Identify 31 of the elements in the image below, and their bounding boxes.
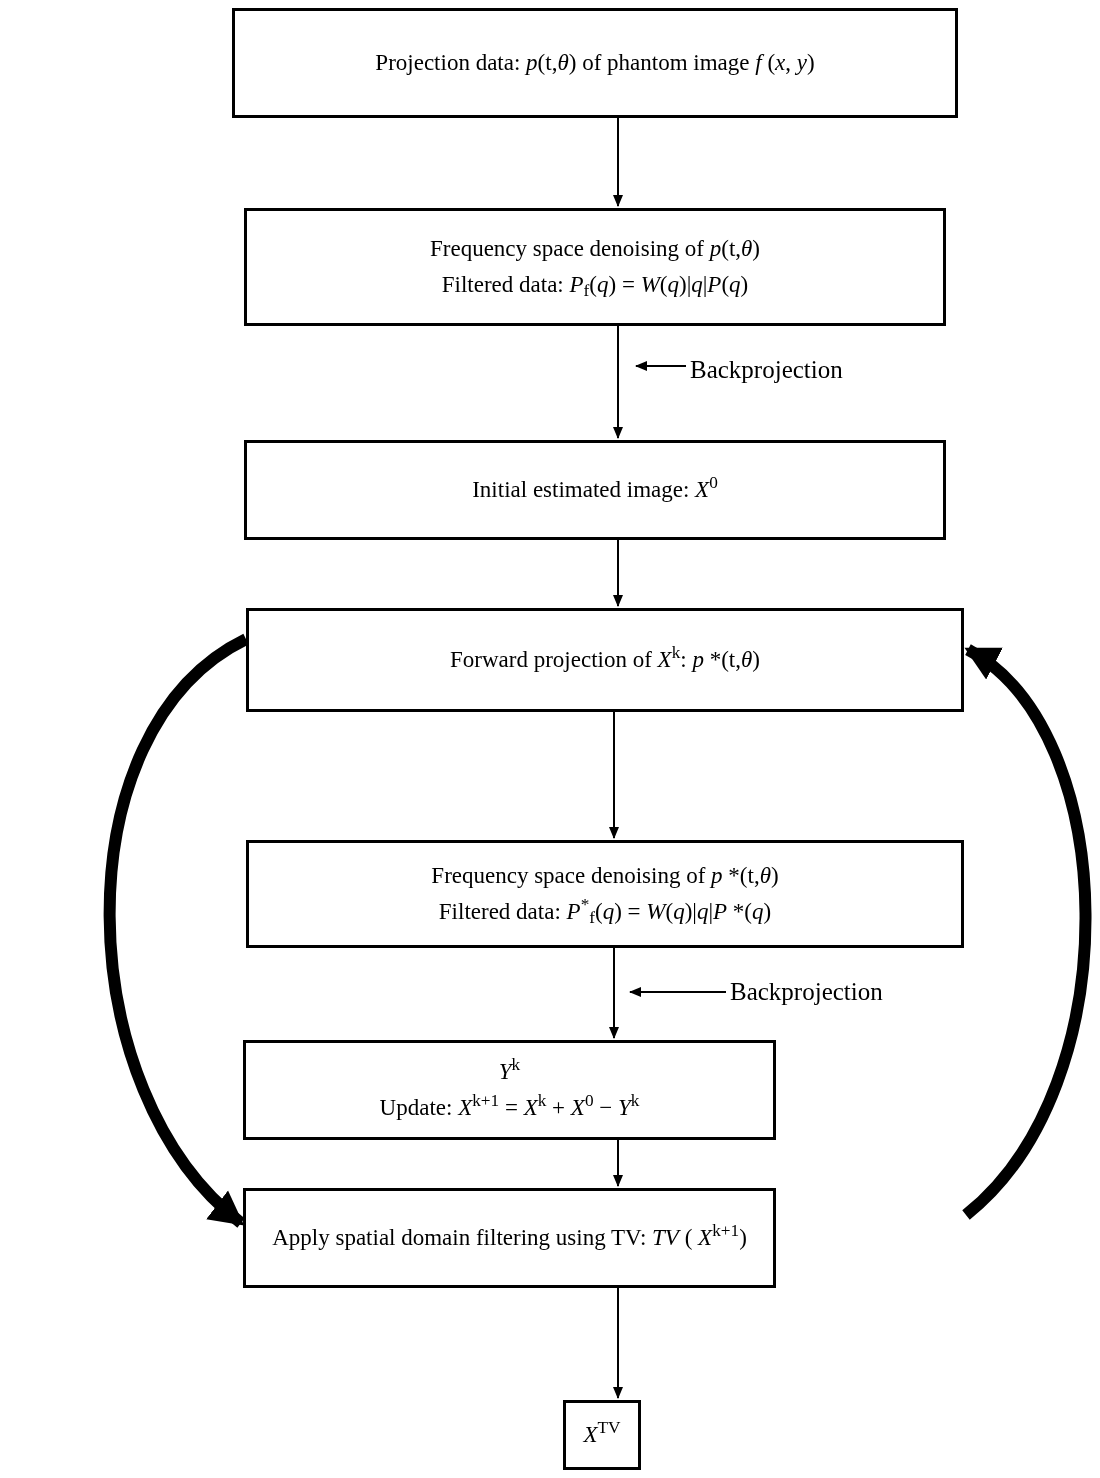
arrow	[609, 711, 619, 839]
process-box	[246, 840, 964, 948]
process-box	[244, 440, 946, 540]
arrow	[609, 947, 619, 1039]
arrow	[961, 644, 1092, 1220]
process-box	[246, 608, 964, 712]
arrow	[635, 361, 687, 371]
box-text: Update: X$^{k+1}$ = X$^{k}$ + X$^{0}$ − Y$^{k}$	[379, 1092, 640, 1122]
arrow	[613, 117, 623, 207]
box-text: Apply spatial domain filtering using TV: TV ( X$^{k+1}$)	[272, 1222, 747, 1252]
arrow	[613, 1287, 623, 1399]
process-box	[243, 1040, 776, 1140]
process-label: Backprojection	[730, 972, 883, 1012]
box-text: X$^{TV}$	[583, 1419, 621, 1449]
arrow	[613, 325, 623, 439]
box-text: Forward projection of X$^{k}$: p *(t,θ)	[450, 644, 760, 674]
process-box	[243, 1188, 776, 1288]
process-box	[563, 1400, 641, 1470]
box-text: Y$^{k}$	[498, 1056, 521, 1086]
process-box	[232, 8, 958, 118]
arrow	[613, 1139, 623, 1187]
box-text: Frequency space denoising of p(t,θ)	[429, 235, 761, 263]
box-text: Filtered data: P$_{f}$(q) = W(q)|q|P(q)	[441, 271, 749, 301]
box-text: Filtered data: P$^{*}$$_{f}$(q) = W(q)|q|P *(q)	[438, 896, 772, 928]
arrow	[629, 987, 727, 997]
process-box	[244, 208, 946, 326]
box-text: Frequency space denoising of p *(t,θ)	[431, 862, 779, 890]
box-text: Projection data: p(t,θ) of phantom image f (x, y)	[375, 49, 815, 77]
arrow	[613, 539, 623, 607]
process-label: Backprojection	[690, 350, 843, 390]
box-text: Initial estimated image: X$^{0}$	[472, 474, 718, 504]
